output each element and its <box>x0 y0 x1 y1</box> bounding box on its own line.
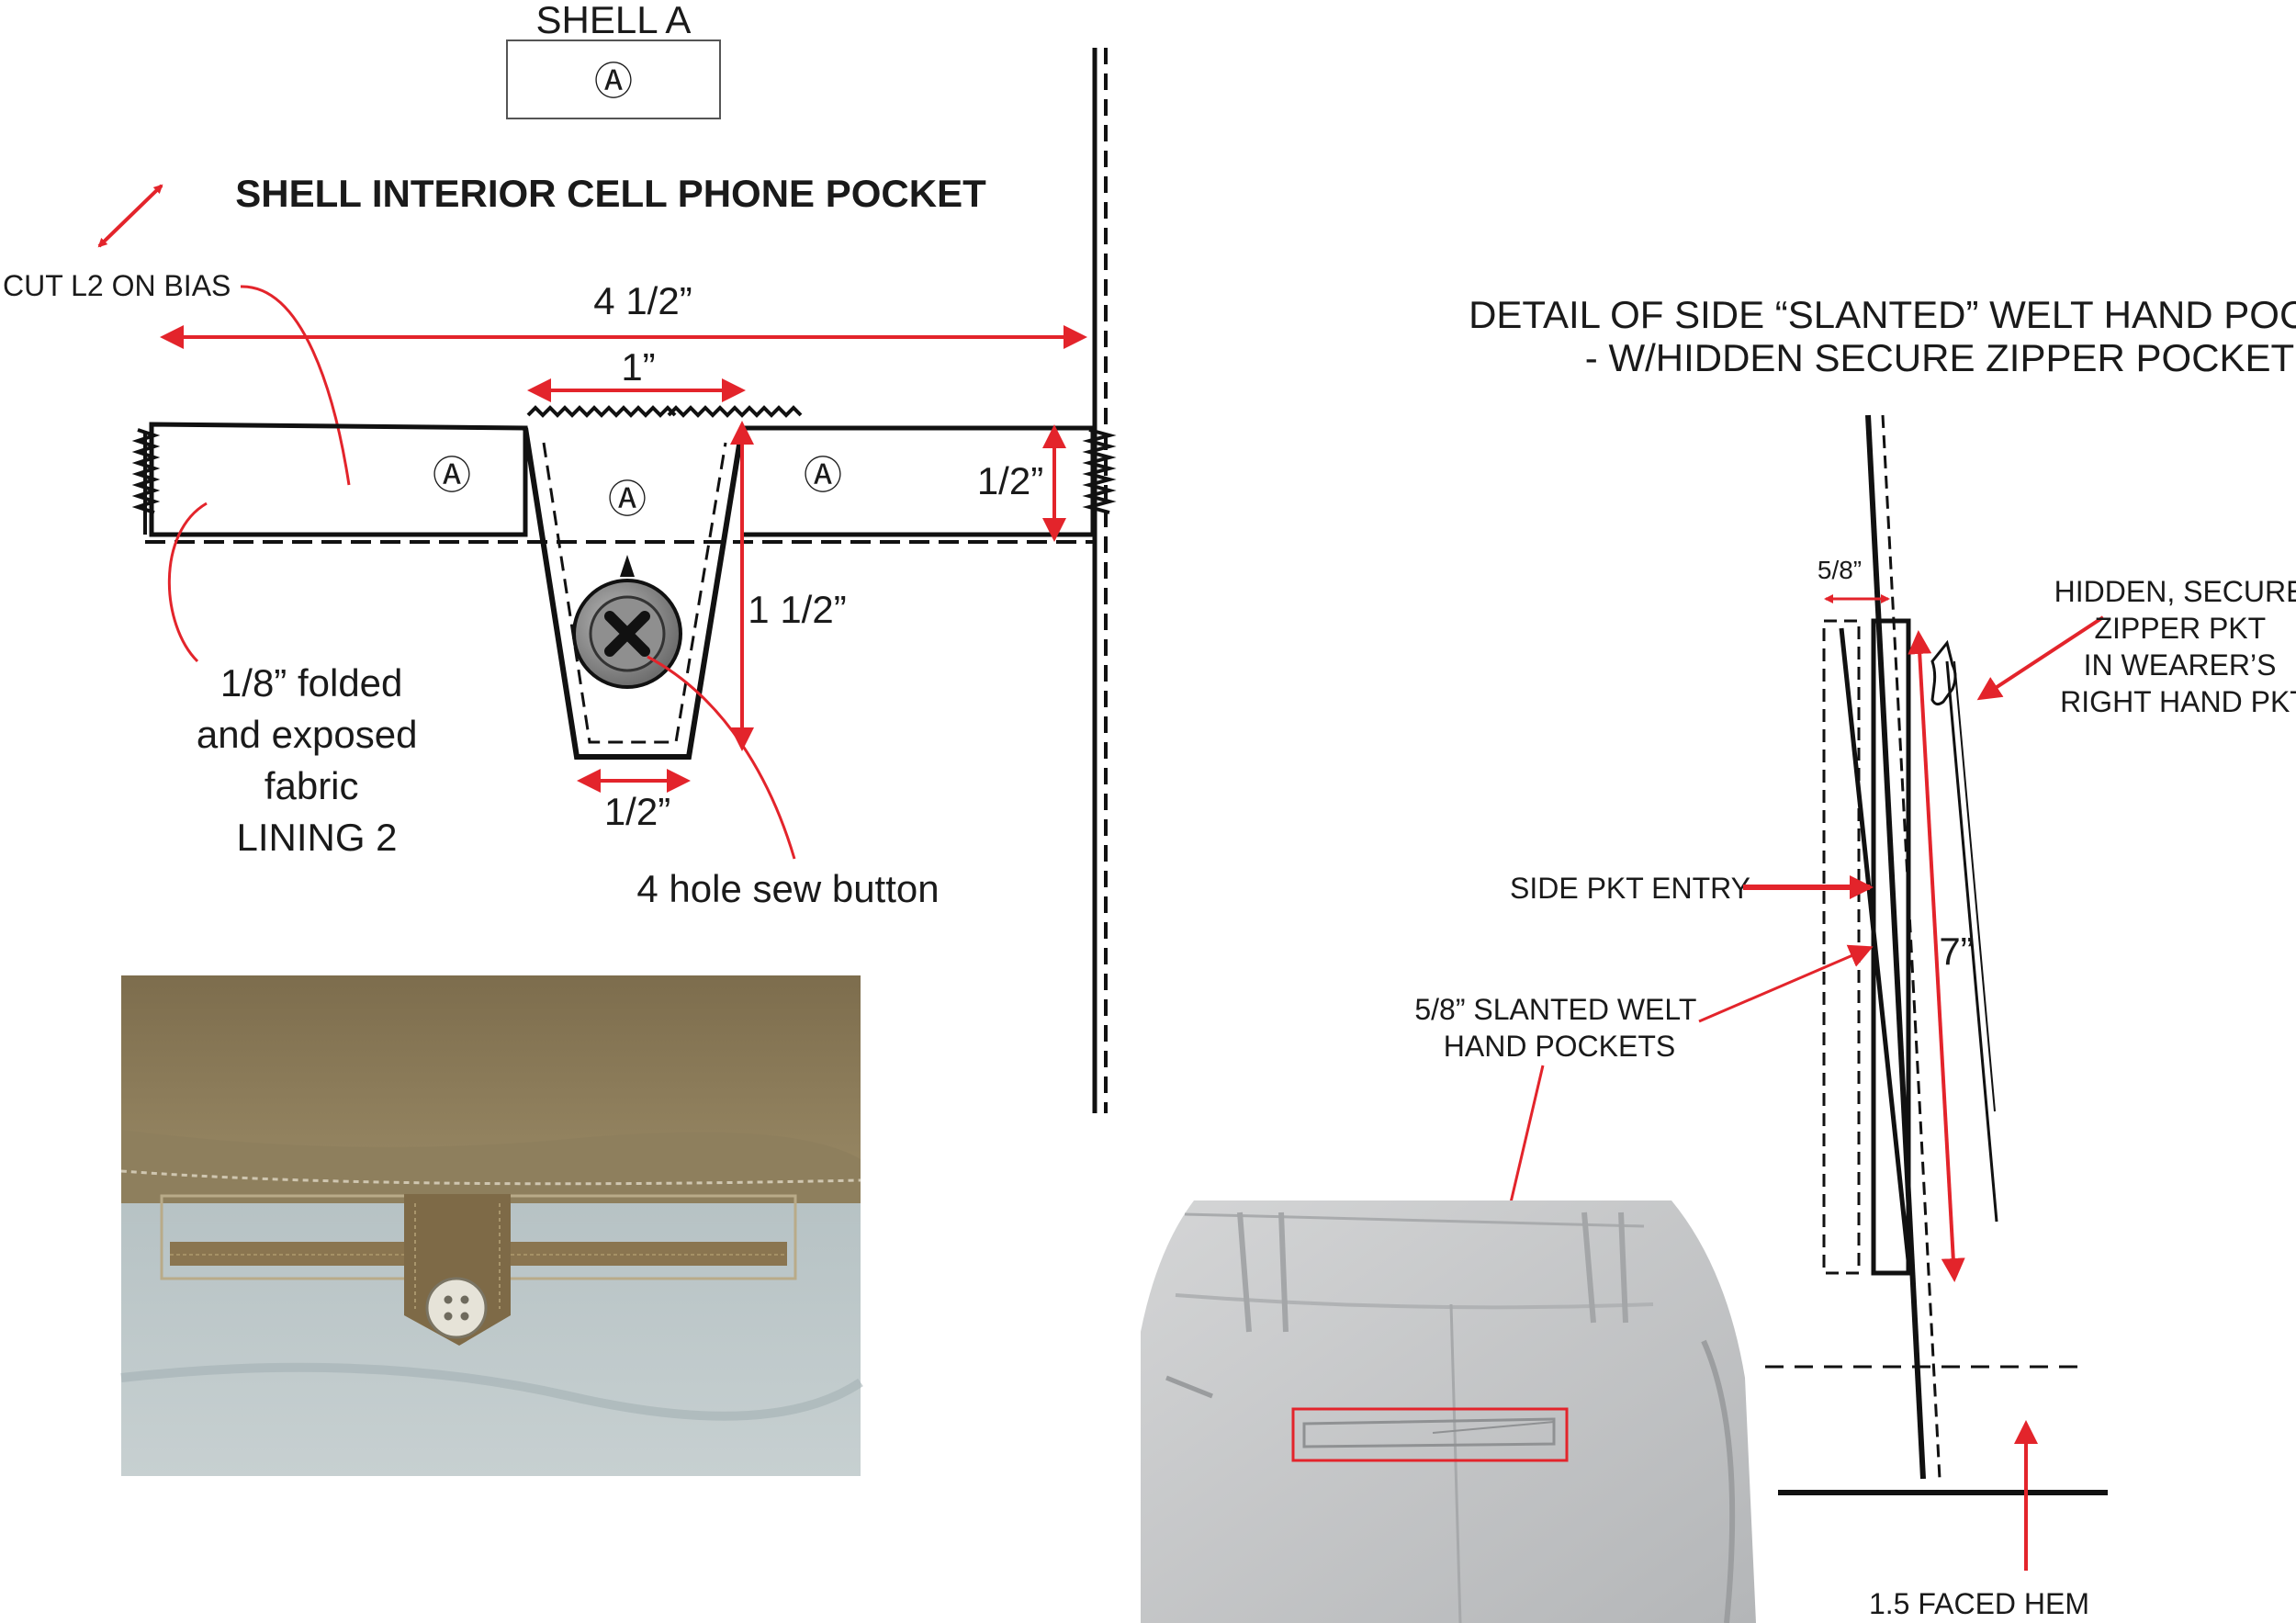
dim-tab-label: 1 1/2” <box>748 588 846 631</box>
welt-note: 5/8” SLANTED WELT HAND POCKETS <box>1414 993 1704 1063</box>
dim-width-label: 4 1/2” <box>593 279 692 322</box>
lining-note: 1/8” folded and exposed fabric LINING 2 <box>197 661 428 859</box>
buttonhole-mark <box>620 555 635 577</box>
zipper-note-leader <box>1976 615 2105 701</box>
dim-opening-label: 1” <box>621 345 655 389</box>
dim-pocket-label: 7” <box>1939 930 1973 973</box>
tab-stitch-left <box>526 405 677 418</box>
cut-note-leader <box>240 285 351 486</box>
left-title: SHELL INTERIOR CELL PHONE POCKET <box>235 172 986 215</box>
welt-note-line-2: HAND POCKETS <box>1444 1030 1675 1063</box>
dim-welt-label: 5/8” <box>1818 556 1862 584</box>
shell-a-swatch: SHELL A Ⓐ <box>506 0 721 119</box>
pocket-band: Ⓐ Ⓐ <box>131 422 1117 544</box>
zipper-note-line-3: IN WEARER’S <box>2084 648 2277 682</box>
welt-note-leader <box>1698 944 1874 1023</box>
welt-highlight-box <box>1291 1407 1569 1462</box>
tab-stitch-right <box>667 405 803 418</box>
hem-note: 1.5 FACED HEM <box>1869 1587 2089 1620</box>
dim-band-label: 1/2” <box>977 459 1043 502</box>
right-edge-stitch <box>1082 428 1117 514</box>
lining-note-line-4: LINING 2 <box>236 816 397 859</box>
dim-pocket-arrow <box>1908 630 1965 1282</box>
pocket-photo <box>120 975 863 1476</box>
welt-note-line-1: 5/8” SLANTED WELT <box>1414 993 1695 1026</box>
sew-button <box>572 579 682 689</box>
cut-note: CUT L2 ON BIAS <box>3 269 231 302</box>
button-note-leader <box>647 655 796 860</box>
zipper-note-line-4: RIGHT HAND PKT <box>2060 685 2296 718</box>
zipper-note-line-2: ZIPPER PKT <box>2094 612 2265 645</box>
side-entry-label: SIDE PKT ENTRY <box>1510 872 1750 905</box>
band-symbol-left: Ⓐ <box>433 454 471 497</box>
shell-a-box <box>506 39 721 119</box>
pants-photo <box>1141 1200 1756 1623</box>
lining-note-line-2: and exposed <box>197 713 418 756</box>
shell-a-symbol: Ⓐ <box>594 60 633 103</box>
right-title-line-2: - W/HIDDEN SECURE ZIPPER POCKET <box>1585 336 2294 379</box>
dim-tab-bottom-label: 1/2” <box>604 790 670 833</box>
zipper-note-line-1: HIDDEN, SECURE <box>2054 575 2296 608</box>
lining-note-leader <box>167 502 208 663</box>
bias-arrow <box>97 184 163 248</box>
lining-note-line-3: fabric <box>264 764 359 807</box>
right-title: DETAIL OF SIDE “SLANTED” WELT HAND POCKE… <box>1469 293 2296 379</box>
zipper-note: HIDDEN, SECURE ZIPPER PKT IN WEARER’S RI… <box>2054 575 2296 718</box>
lining-note-line-1: 1/8” folded <box>220 661 402 704</box>
right-title-line-1: DETAIL OF SIDE “SLANTED” WELT HAND POCKE… <box>1469 293 2296 336</box>
button-note: 4 hole sew button <box>636 867 939 910</box>
tab-symbol: Ⓐ <box>608 478 647 521</box>
band-symbol-right: Ⓐ <box>804 454 842 497</box>
shell-a-label: SHELL A <box>536 0 692 41</box>
button-tab: Ⓐ <box>523 405 803 760</box>
zipper-pull-icon <box>1930 639 1957 706</box>
